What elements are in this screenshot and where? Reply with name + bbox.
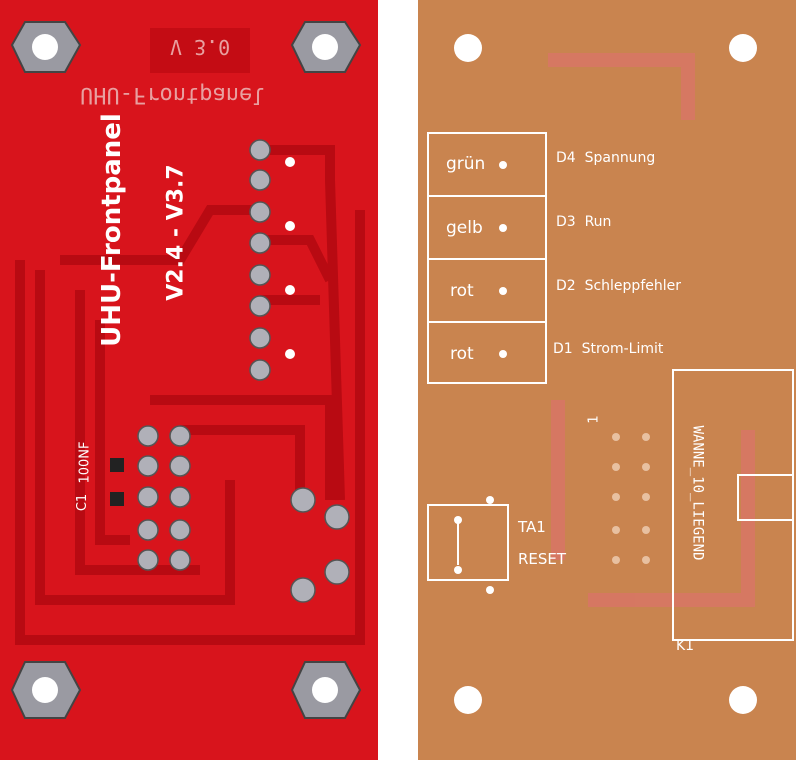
led-label-d1: D1 Strom-Limit: [553, 341, 664, 357]
button-ref: TA1: [518, 518, 546, 536]
red-pcb-traces: [10, 21, 365, 719]
led-label-d3: D3 Run: [556, 214, 612, 230]
led-label-d2: D2 Schleppfehler: [556, 278, 681, 294]
red-pcb-top-side: V 3.0 UHU-Frontpanel UHU-Frontpanel V2.4…: [0, 0, 378, 760]
mirrored-title: UHU-Frontpanel: [80, 82, 266, 107]
version-range: V2.4 - V3.7: [163, 164, 189, 301]
led-color-1: grün: [446, 154, 486, 174]
led-color-2: gelb: [446, 218, 483, 238]
version-label: V 3.0: [170, 35, 231, 59]
brown-pcb-bottom-side: grün gelb rot rot D4 Spannung D3 Run D2 …: [418, 0, 796, 760]
led-label-d4: D4 Spannung: [556, 150, 656, 166]
connector-label: WANNE_10_LIEGEND: [689, 425, 706, 561]
button-label: RESET: [518, 550, 567, 568]
capacitor-value: 100NF: [77, 441, 93, 484]
capacitor-ref: C1: [75, 493, 91, 512]
connector-ref: K1: [676, 638, 695, 654]
pin1-label: 1: [586, 415, 602, 424]
led-color-3: rot: [450, 281, 474, 301]
board-title: UHU-Frontpanel: [96, 113, 127, 347]
led-color-4: rot: [450, 344, 474, 364]
silkscreen-outlines: [427, 34, 794, 714]
